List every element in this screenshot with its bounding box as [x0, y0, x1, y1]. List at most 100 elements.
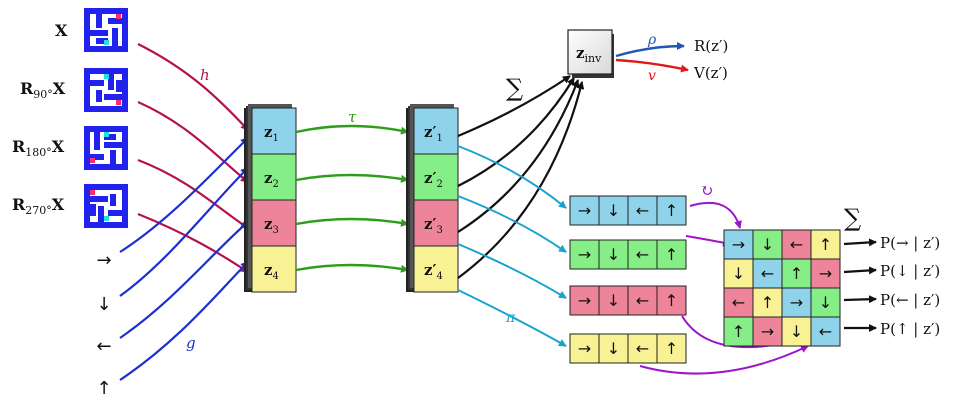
policy-grid-arrow: ↓: [761, 235, 774, 254]
zinv-label: zinv: [576, 44, 602, 65]
pi-arrow-1: [457, 145, 567, 209]
policy-row-cell: [569, 239, 600, 270]
prob-output-left: P(← | z′): [880, 291, 940, 309]
policy-grid-cell: [723, 258, 754, 289]
policy-row-cell: [627, 285, 658, 316]
policy-row-cell: [598, 333, 629, 364]
policy-row-cell: [598, 285, 629, 316]
prob-arrow-1: [843, 238, 877, 247]
policy-row-arrow: ↑: [665, 245, 678, 264]
policy-grid-cell: [723, 287, 754, 318]
policy-grid-arrow: ←: [790, 235, 803, 254]
policy-row-cell: [627, 239, 658, 270]
action-arrow-right: →: [96, 250, 111, 271]
rot-arrow-1: [689, 201, 742, 229]
policy-row-cell: [656, 239, 687, 270]
sum-arrow-4: [457, 81, 585, 279]
prob-arrow-2: [843, 266, 877, 275]
z-cell-label: z4: [264, 261, 279, 282]
policy-grid-arrow: ←: [761, 264, 774, 283]
policy-grid-cell: [810, 287, 841, 318]
policy-row-arrow: ←: [636, 245, 649, 264]
policy-grid-arrow: →: [790, 293, 803, 312]
policy-row-arrow: →: [578, 339, 591, 358]
rotation-symbol: ↻: [700, 181, 713, 200]
policy-grid-arrow: ↑: [790, 264, 803, 283]
g-arrow-4: [119, 261, 249, 381]
z-cell: [251, 199, 297, 247]
policy-rows: →↓←↑→↓←↑→↓←↑→↓←↑: [569, 195, 687, 364]
zprime-cell-label: z′4: [424, 261, 443, 282]
maze-image-r270: [80, 180, 132, 232]
policy-grid-arrow: →: [819, 264, 832, 283]
policy-row-cell: [656, 333, 687, 364]
policy-grid-cell: [752, 316, 783, 347]
policy-grid-arrow: ↑: [761, 293, 774, 312]
pi-arrow-2: [457, 195, 567, 253]
policy-row-arrow: ←: [636, 291, 649, 310]
policy-grid: →↓←↑↓←↑→←↑→↓↑→↓←: [723, 229, 841, 347]
input-label-r180: R180°X: [12, 137, 65, 159]
zinv-box: zinv: [567, 29, 614, 78]
policy-grid-cell: [810, 316, 841, 347]
tau-arrow-4: [295, 263, 409, 273]
policy-row-arrow: ↓: [607, 201, 620, 220]
sum-arrow-3: [457, 79, 580, 233]
policy-row-cell: [598, 195, 629, 226]
policy-grid-arrow: ↑: [819, 235, 832, 254]
policy-row-cell: [598, 239, 629, 270]
zprime-stack: z′1z′2z′3z′4: [406, 104, 459, 293]
prob-output-right: P(→ | z′): [880, 234, 940, 252]
maze-image-r180: [80, 122, 132, 174]
value-output: V(z′): [693, 64, 728, 82]
g-function-label: g: [186, 334, 196, 352]
sum-arrow-1: [457, 75, 571, 138]
action-arrow-left: ←: [96, 336, 111, 357]
zprime-cell: [413, 199, 459, 247]
prob-arrow-3: [843, 295, 877, 304]
tau-arrow-1: [295, 124, 409, 135]
z-cell-label: z2: [264, 169, 279, 190]
prob-output-down: P(↓ | z′): [880, 262, 940, 280]
g-arrow-1: [119, 137, 249, 253]
policy-grid-cell: [752, 287, 783, 318]
policy-grid-arrow: ↓: [732, 264, 745, 283]
rot-arrow-4: [639, 345, 809, 375]
reward-output: R(z′): [694, 37, 728, 55]
prob-output-up: P(↑ | z′): [880, 320, 940, 338]
zprime-cell: [413, 245, 459, 293]
policy-row-arrow: ↑: [665, 201, 678, 220]
tau-function-label: τ: [348, 108, 357, 126]
policy-grid-arrow: ↑: [732, 322, 745, 341]
policy-grid-arrow: ←: [732, 293, 745, 312]
policy-row-cell: [569, 285, 600, 316]
policy-grid-arrow: →: [732, 235, 745, 254]
zprime-cell: [413, 153, 459, 201]
z-cell: [251, 107, 297, 155]
policy-grid-cell: [810, 229, 841, 260]
rho-function-label: ρ: [647, 32, 657, 48]
policy-row-arrow: ↓: [607, 245, 620, 264]
h-arrow-1: [137, 43, 249, 131]
sum-symbol-policy: ∑: [844, 204, 861, 232]
action-arrow-up: ↑: [96, 378, 111, 399]
input-label-r270: R270°X: [12, 195, 65, 217]
h-arrow-2: [137, 100, 249, 183]
sum-arrow-2: [457, 77, 575, 187]
z-cell-label: z3: [264, 215, 279, 236]
policy-row-cell: [569, 195, 600, 226]
policy-row-cell: [656, 285, 687, 316]
tau-arrow-2: [295, 173, 409, 183]
policy-row-arrow: →: [578, 245, 591, 264]
action-arrow-down: ↓: [96, 294, 111, 315]
policy-grid-cell: [781, 229, 812, 260]
policy-row-arrow: ←: [636, 339, 649, 358]
policy-row-arrow: ↑: [665, 339, 678, 358]
policy-grid-arrow: ↓: [790, 322, 803, 341]
policy-row-arrow: ↓: [607, 339, 620, 358]
maze-image-x: [80, 4, 132, 56]
v-function-label: v: [648, 68, 656, 84]
